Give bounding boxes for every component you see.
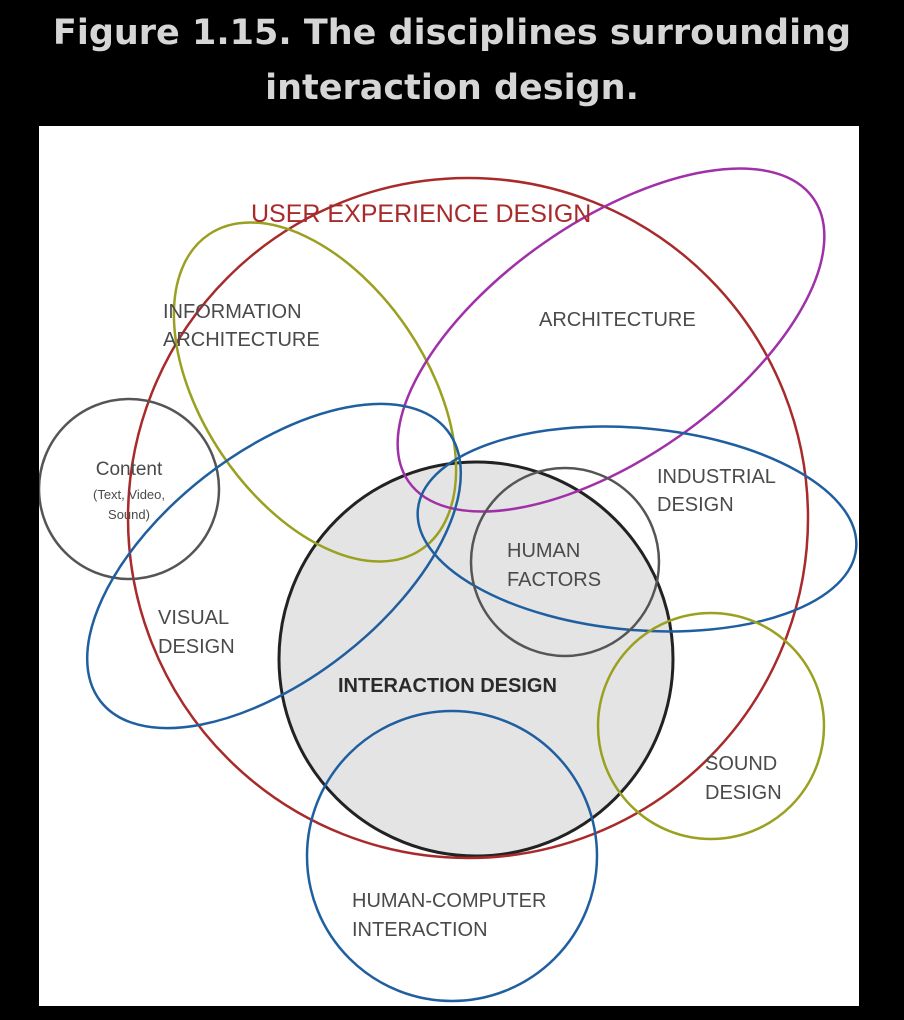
shape-architecture	[396, 167, 826, 513]
shape-human-computer-interaction	[305, 709, 599, 1003]
venn-diagram: USER EXPERIENCE DESIGN INFORMATION ARCHI…	[39, 167, 858, 1003]
label-sound-design-line-2: DESIGN	[705, 782, 782, 804]
shape-visual-design	[85, 402, 463, 730]
label-human-computer-interaction-line-2: INTERACTION	[352, 919, 488, 941]
label-human-computer-interaction-line-1: HUMAN-COMPUTER	[352, 890, 546, 912]
shape-human-factors	[469, 466, 661, 658]
label-human-factors-line-2: FACTORS	[507, 569, 601, 591]
label-information-architecture-line-1: INFORMATION	[163, 301, 302, 323]
shape-user-experience-design	[126, 176, 810, 860]
label-visual-design-line-1: VISUAL	[158, 607, 229, 629]
caption-line-2: interaction design.	[265, 68, 639, 108]
label-visual-design-line-2: DESIGN	[158, 636, 235, 658]
label-industrial-design-line-1: INDUSTRIAL	[657, 466, 776, 488]
label-sound-design-line-1: SOUND	[705, 753, 777, 775]
figure-caption: Figure 1.15. The disciplines surrounding…	[0, 0, 904, 122]
shape-content	[39, 397, 221, 581]
label-user-experience-design: USER EXPERIENCE DESIGN	[251, 200, 591, 228]
label-content-line-3: Sound)	[108, 507, 150, 522]
caption-line-1: Figure 1.15. The disciplines surrounding	[52, 13, 852, 53]
label-architecture: ARCHITECTURE	[539, 309, 696, 331]
label-content-line-2: (Text, Video,	[93, 487, 165, 502]
label-human-factors-line-1: HUMAN	[507, 540, 580, 562]
label-information-architecture-line-2: ARCHITECTURE	[163, 329, 320, 351]
label-industrial-design-line-2: DESIGN	[657, 494, 734, 516]
label-interaction-design: INTERACTION DESIGN	[338, 675, 557, 697]
label-content-line-1: Content	[96, 459, 163, 480]
shape-industrial-design	[416, 425, 858, 633]
shape-sound-design	[596, 611, 826, 841]
shape-information-architecture	[172, 221, 458, 563]
diagram-frame: USER EXPERIENCE DESIGN INFORMATION ARCHI…	[39, 126, 859, 1006]
